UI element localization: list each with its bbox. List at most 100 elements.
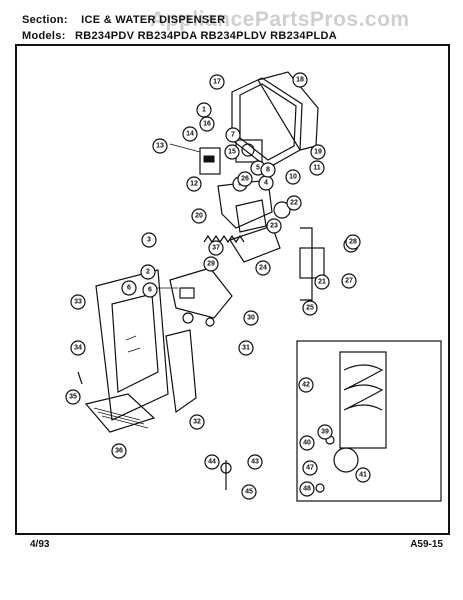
callout-number: 1 xyxy=(202,107,206,114)
callout-circle xyxy=(286,195,302,211)
callout-number: 30 xyxy=(247,315,255,322)
switch-assembly xyxy=(169,143,221,175)
section-header: Section: ICE & WATER DISPENSER xyxy=(22,14,225,26)
callout-circle xyxy=(189,414,205,430)
dispenser-front-panel xyxy=(95,269,197,421)
callout-circle xyxy=(345,234,361,250)
callout-number: 45 xyxy=(245,489,253,496)
callout-number: 48 xyxy=(303,486,311,493)
callout-number: 4 xyxy=(264,180,268,187)
callout-circle xyxy=(204,454,220,470)
models-label: Models: xyxy=(22,30,66,42)
callout-number: 14 xyxy=(186,131,194,138)
callout-circle xyxy=(241,484,257,500)
callout-number: 37 xyxy=(212,245,220,252)
callout-circle xyxy=(309,160,325,176)
callout-number: 20 xyxy=(195,213,203,220)
diagram-frame xyxy=(15,44,450,535)
callout-number: 2 xyxy=(146,269,150,276)
watermark-text: AppliancePartsPros.com xyxy=(150,8,410,31)
callout-circle xyxy=(299,481,315,497)
callout-circle xyxy=(260,162,276,178)
callout-circle xyxy=(302,460,318,476)
callout-number: 7 xyxy=(231,132,235,139)
callout-circle xyxy=(209,74,225,90)
callout-circle xyxy=(191,208,207,224)
callout-number: 23 xyxy=(270,223,278,230)
actuator-housing xyxy=(156,267,233,327)
callout-number: 16 xyxy=(203,121,211,128)
callout-number: 31 xyxy=(242,345,250,352)
callout-number: 24 xyxy=(259,265,267,272)
callout-circle xyxy=(255,260,271,276)
callout-circle xyxy=(225,127,241,143)
callout-circle xyxy=(266,218,282,234)
callout-number: 39 xyxy=(321,429,329,436)
callout-number: 13 xyxy=(156,143,164,150)
callout-circle xyxy=(237,171,253,187)
callout-circle xyxy=(243,310,259,326)
callout-number: 6 xyxy=(127,285,131,292)
callout-circle xyxy=(298,377,314,393)
callout-number: 6 xyxy=(148,287,152,294)
callout-number: 10 xyxy=(289,174,297,181)
callout-number: 26 xyxy=(241,176,249,183)
callout-number: 18 xyxy=(296,77,304,84)
callout-circle xyxy=(182,126,198,142)
section-label: Section: xyxy=(22,14,68,26)
callout-circle xyxy=(111,443,127,459)
callout-circle xyxy=(199,116,215,132)
callout-circle xyxy=(285,169,301,185)
callout-number: 8 xyxy=(266,167,270,174)
callout-number: 19 xyxy=(314,149,322,156)
callout-number: 11 xyxy=(313,165,321,172)
callout-number: 36 xyxy=(115,448,123,455)
callout-circle xyxy=(208,240,224,256)
callout-circle xyxy=(292,72,308,88)
callout-circle xyxy=(299,435,315,451)
footer-date: 4/93 xyxy=(30,539,50,550)
callout-number: 5 xyxy=(256,165,260,172)
callout-circle xyxy=(121,280,137,296)
models-list: RB234PDV RB234PDA RB234PLDV RB234PLDA xyxy=(75,30,337,42)
callout-number: 3 xyxy=(147,237,151,244)
callout-circle xyxy=(65,389,81,405)
callout-number: 47 xyxy=(306,465,314,472)
callout-circle xyxy=(355,467,371,483)
callout-number: 34 xyxy=(74,345,82,352)
callout-number: 35 xyxy=(69,394,77,401)
models-header: Models: RB234PDV RB234PDA RB234PLDV RB23… xyxy=(22,30,337,42)
footer-page-code: A59-15 xyxy=(410,539,443,550)
callout-number: 29 xyxy=(207,261,215,268)
callout-circle xyxy=(310,144,326,160)
callout-circle xyxy=(317,424,333,440)
section-title: ICE & WATER DISPENSER xyxy=(81,14,226,26)
callout-number: 42 xyxy=(302,382,310,389)
callout-circle xyxy=(203,256,219,272)
callout-number: 15 xyxy=(228,149,236,156)
callout-circle xyxy=(314,274,330,290)
callout-number: 40 xyxy=(303,440,311,447)
callout-labels: 1817116719151114131254202837232422293266… xyxy=(65,72,371,500)
callout-number: 25 xyxy=(306,305,314,312)
callout-circle xyxy=(247,454,263,470)
callout-number: 41 xyxy=(359,472,367,479)
callout-number: 44 xyxy=(208,459,216,466)
callout-circle xyxy=(141,232,157,248)
callout-circle xyxy=(140,264,156,280)
callout-circle xyxy=(341,273,357,289)
callout-circle xyxy=(238,340,254,356)
callout-number: 17 xyxy=(213,79,221,86)
callout-circle xyxy=(70,294,86,310)
callout-circle xyxy=(224,144,240,160)
callout-number: 27 xyxy=(345,278,353,285)
callout-number: 22 xyxy=(290,200,298,207)
drip-tray xyxy=(84,393,156,433)
callout-number: 32 xyxy=(193,419,201,426)
callout-number: 12 xyxy=(190,181,198,188)
small-fittings xyxy=(77,371,232,490)
spring-part xyxy=(203,234,245,244)
callout-number: 43 xyxy=(251,459,259,466)
heater-inset xyxy=(296,340,442,502)
